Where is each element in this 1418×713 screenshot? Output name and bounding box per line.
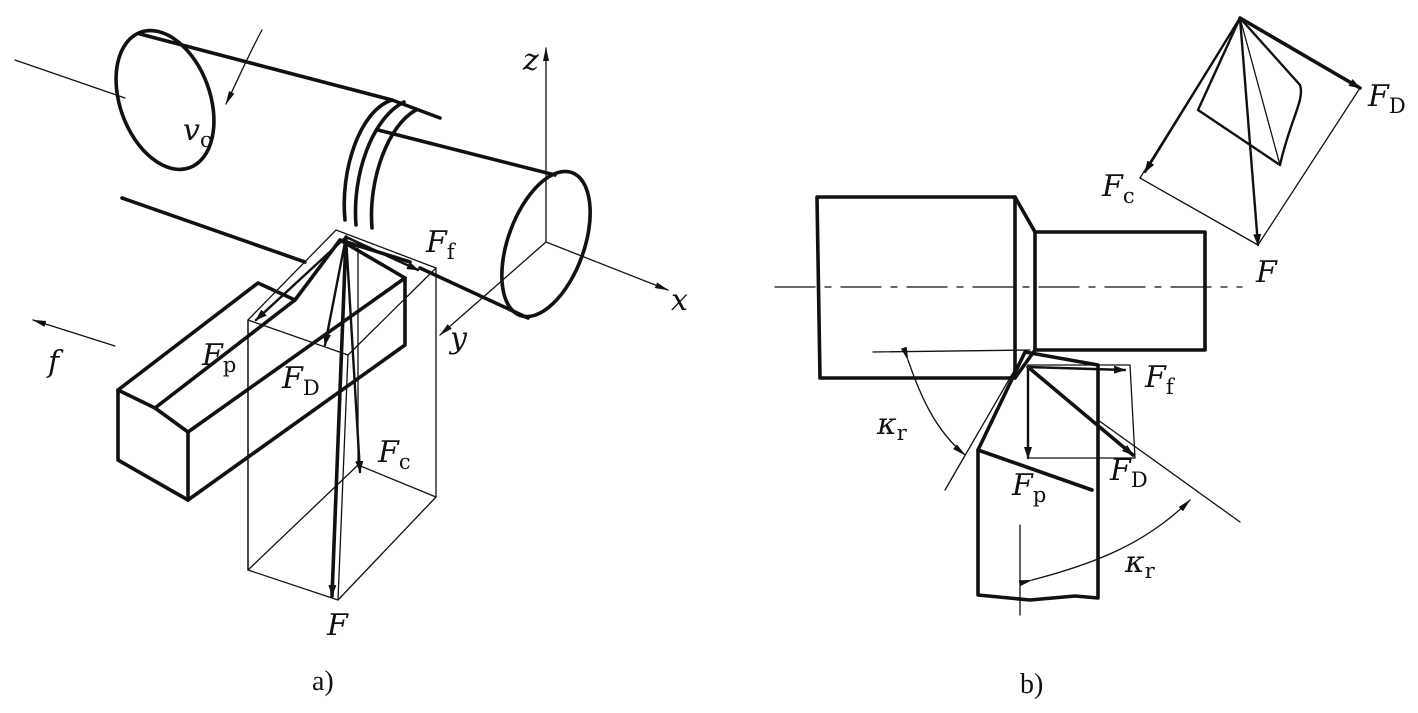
force-FD-arrow-b: [1026, 365, 1135, 457]
top-Fc-arrow: [1143, 16, 1242, 174]
label-f: f: [46, 345, 64, 380]
label-Ff: Ff: [425, 225, 457, 264]
label-Fp-b: Fp: [1011, 468, 1046, 507]
small-workpiece-cylinder: [376, 128, 592, 320]
cutting-edge-extension: [1097, 419, 1241, 523]
label-x: x: [671, 283, 688, 318]
panel-b: FD Fc F κr Ff Fp FD κr b): [774, 16, 1406, 700]
label-F: F: [326, 608, 349, 643]
spindle-axis-line: [14, 59, 126, 99]
x-axis-arrow: [545, 241, 669, 291]
force-decomposition-box: [247, 229, 437, 601]
label-Fp: Fp: [201, 338, 236, 377]
y-axis-arrow: [439, 241, 547, 336]
caption-a: a): [312, 666, 334, 697]
label-FD-top: FD: [1367, 79, 1406, 118]
label-kr-right: κr: [1124, 545, 1156, 583]
top-F-arrow: [1238, 16, 1262, 247]
tool-plan-view: [944, 350, 1100, 602]
force-FD-arrow: [323, 235, 348, 347]
force-F-arrow: [328, 235, 348, 598]
label-y: y: [448, 321, 468, 356]
label-kr-left: κr: [876, 407, 908, 445]
top-FD-arrow: [1238, 16, 1362, 90]
force-Fp-arrow: [254, 235, 348, 322]
workpiece-plan-view: [815, 195, 1207, 380]
tool-shank: [116, 238, 412, 502]
label-Fc-top: Fc: [1101, 169, 1135, 208]
shoulder-ring: [342, 98, 442, 230]
panel-a: vc z x y f Ff Fp FD Fc F a): [14, 28, 688, 697]
label-FD: FD: [281, 361, 320, 400]
label-Fc: Fc: [377, 435, 411, 474]
force-Ff-arrow: [344, 235, 420, 272]
caption-b: b): [1020, 669, 1043, 700]
label-FD-b: FD: [1109, 453, 1148, 492]
label-vc: vc: [183, 113, 212, 152]
large-workpiece-cylinder: [114, 28, 394, 264]
cutting-speed-arrow: [225, 29, 263, 105]
feed-reference-line: [872, 349, 1031, 353]
top-force-diagram: [1139, 16, 1362, 247]
feed-arrow: [32, 319, 116, 347]
label-F-top: F: [1255, 255, 1278, 290]
kr-angle-arc-left: [900, 346, 966, 456]
force-Ff-arrow-b: [1026, 365, 1127, 374]
label-z: z: [522, 43, 539, 78]
force-Fc-arrow: [344, 235, 364, 474]
label-Ff-b: Ff: [1144, 360, 1176, 399]
kr-angle-arc-right: [1018, 499, 1191, 587]
